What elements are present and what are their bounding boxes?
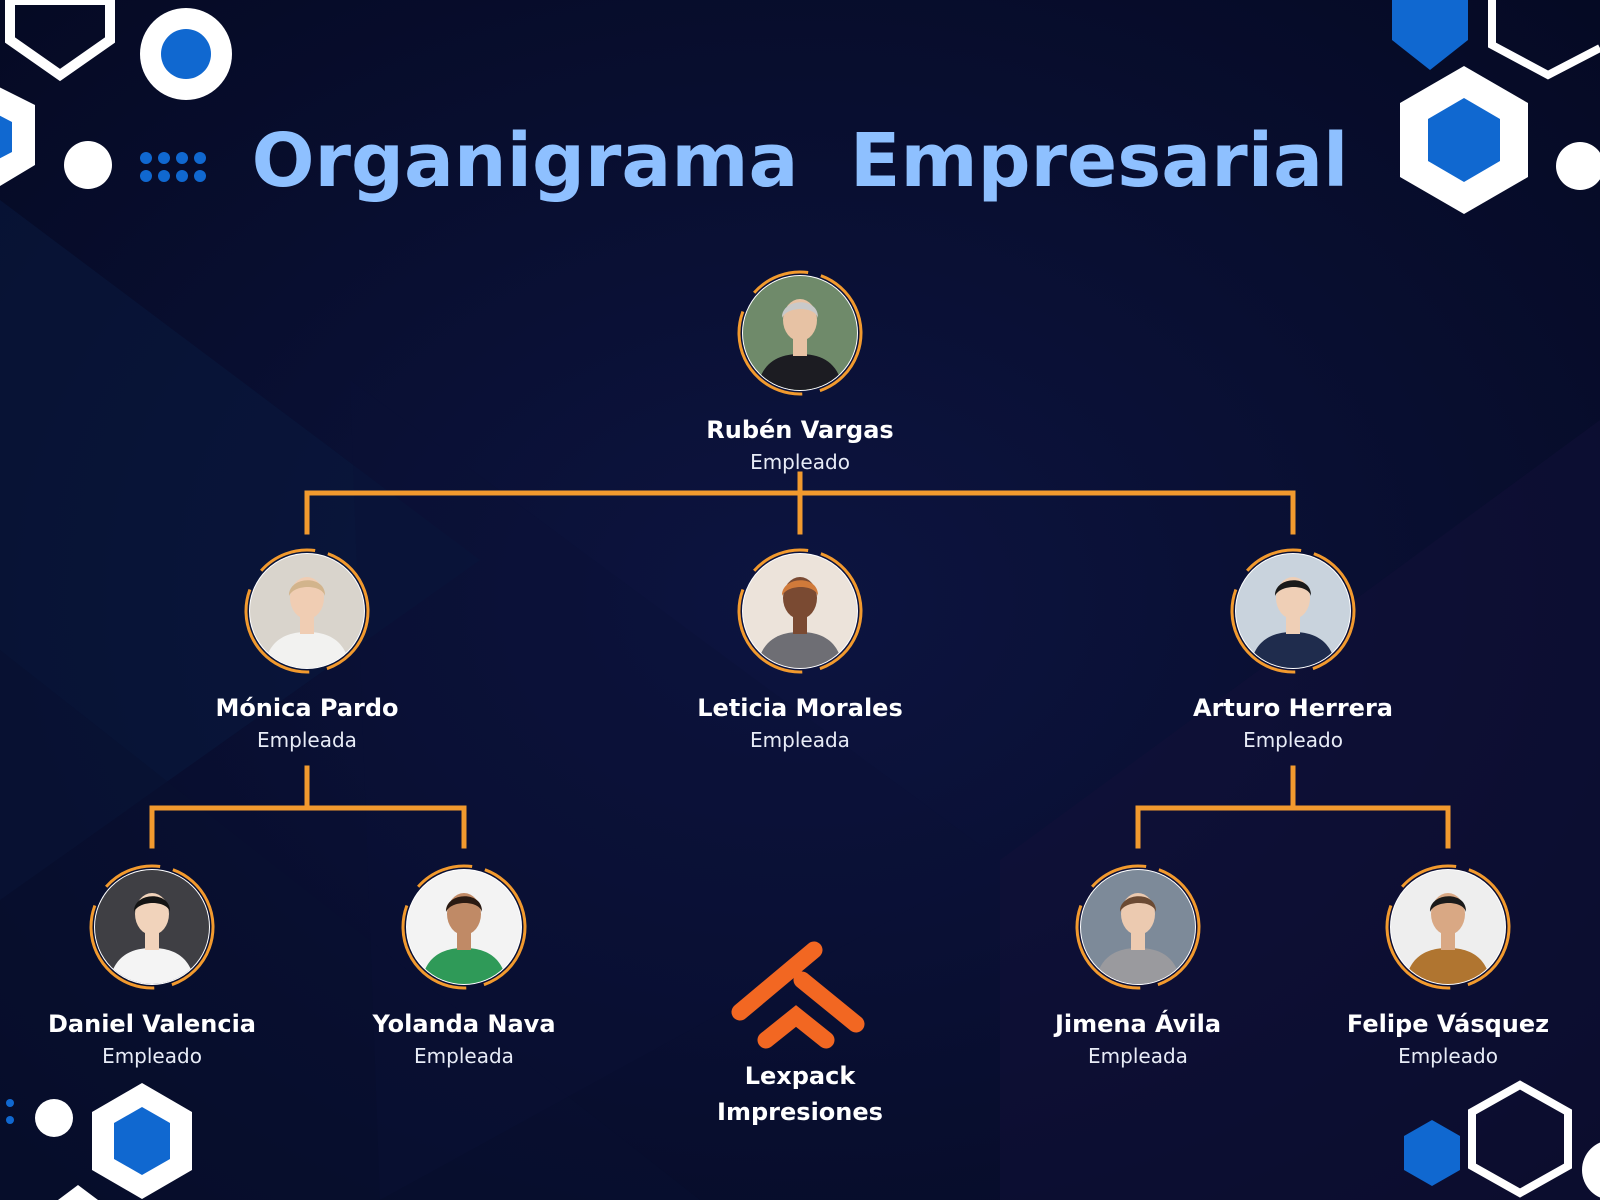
company-brand: Lexpack Impresiones bbox=[700, 940, 900, 1130]
avatar bbox=[1081, 870, 1195, 984]
avatar-frame bbox=[242, 546, 372, 676]
hexagon-solid bbox=[0, 87, 35, 186]
person-role: Empleada bbox=[750, 728, 850, 752]
avatar-frame bbox=[87, 862, 217, 992]
page-title: Organigrama Empresarial bbox=[251, 118, 1349, 204]
person-name: Mónica Pardo bbox=[215, 694, 399, 722]
person-name: Daniel Valencia bbox=[48, 1010, 256, 1038]
avatar bbox=[743, 554, 857, 668]
avatar bbox=[407, 870, 521, 984]
avatar-frame bbox=[1073, 862, 1203, 992]
avatar bbox=[1236, 554, 1350, 668]
person-role: Empleado bbox=[1243, 728, 1343, 752]
avatar-frame bbox=[1383, 862, 1513, 992]
person-name: Felipe Vásquez bbox=[1346, 1010, 1550, 1038]
avatar bbox=[743, 276, 857, 390]
person-name: Rubén Vargas bbox=[706, 416, 894, 444]
person-role: Empleado bbox=[102, 1044, 202, 1068]
avatar bbox=[1391, 870, 1505, 984]
lexpack-logo-icon bbox=[731, 941, 865, 1049]
person-role: Empleado bbox=[750, 450, 850, 474]
avatar-frame bbox=[735, 268, 865, 398]
person-name: Leticia Morales bbox=[697, 694, 903, 722]
person-role: Empleada bbox=[414, 1044, 514, 1068]
avatar-frame bbox=[735, 546, 865, 676]
person-role: Empleada bbox=[1088, 1044, 1188, 1068]
person-name: Jimena Ávila bbox=[1054, 1010, 1222, 1038]
person-role: Empleada bbox=[257, 728, 357, 752]
avatar bbox=[250, 554, 364, 668]
avatar bbox=[95, 870, 209, 984]
person-name: Yolanda Nava bbox=[372, 1010, 556, 1038]
avatar-frame bbox=[399, 862, 529, 992]
person-name: Arturo Herrera bbox=[1193, 694, 1393, 722]
company-name: Lexpack Impresiones bbox=[717, 1062, 883, 1126]
avatar-frame bbox=[1228, 546, 1358, 676]
hexagon-outline bbox=[5, 0, 115, 82]
person-role: Empleado bbox=[1398, 1044, 1498, 1068]
